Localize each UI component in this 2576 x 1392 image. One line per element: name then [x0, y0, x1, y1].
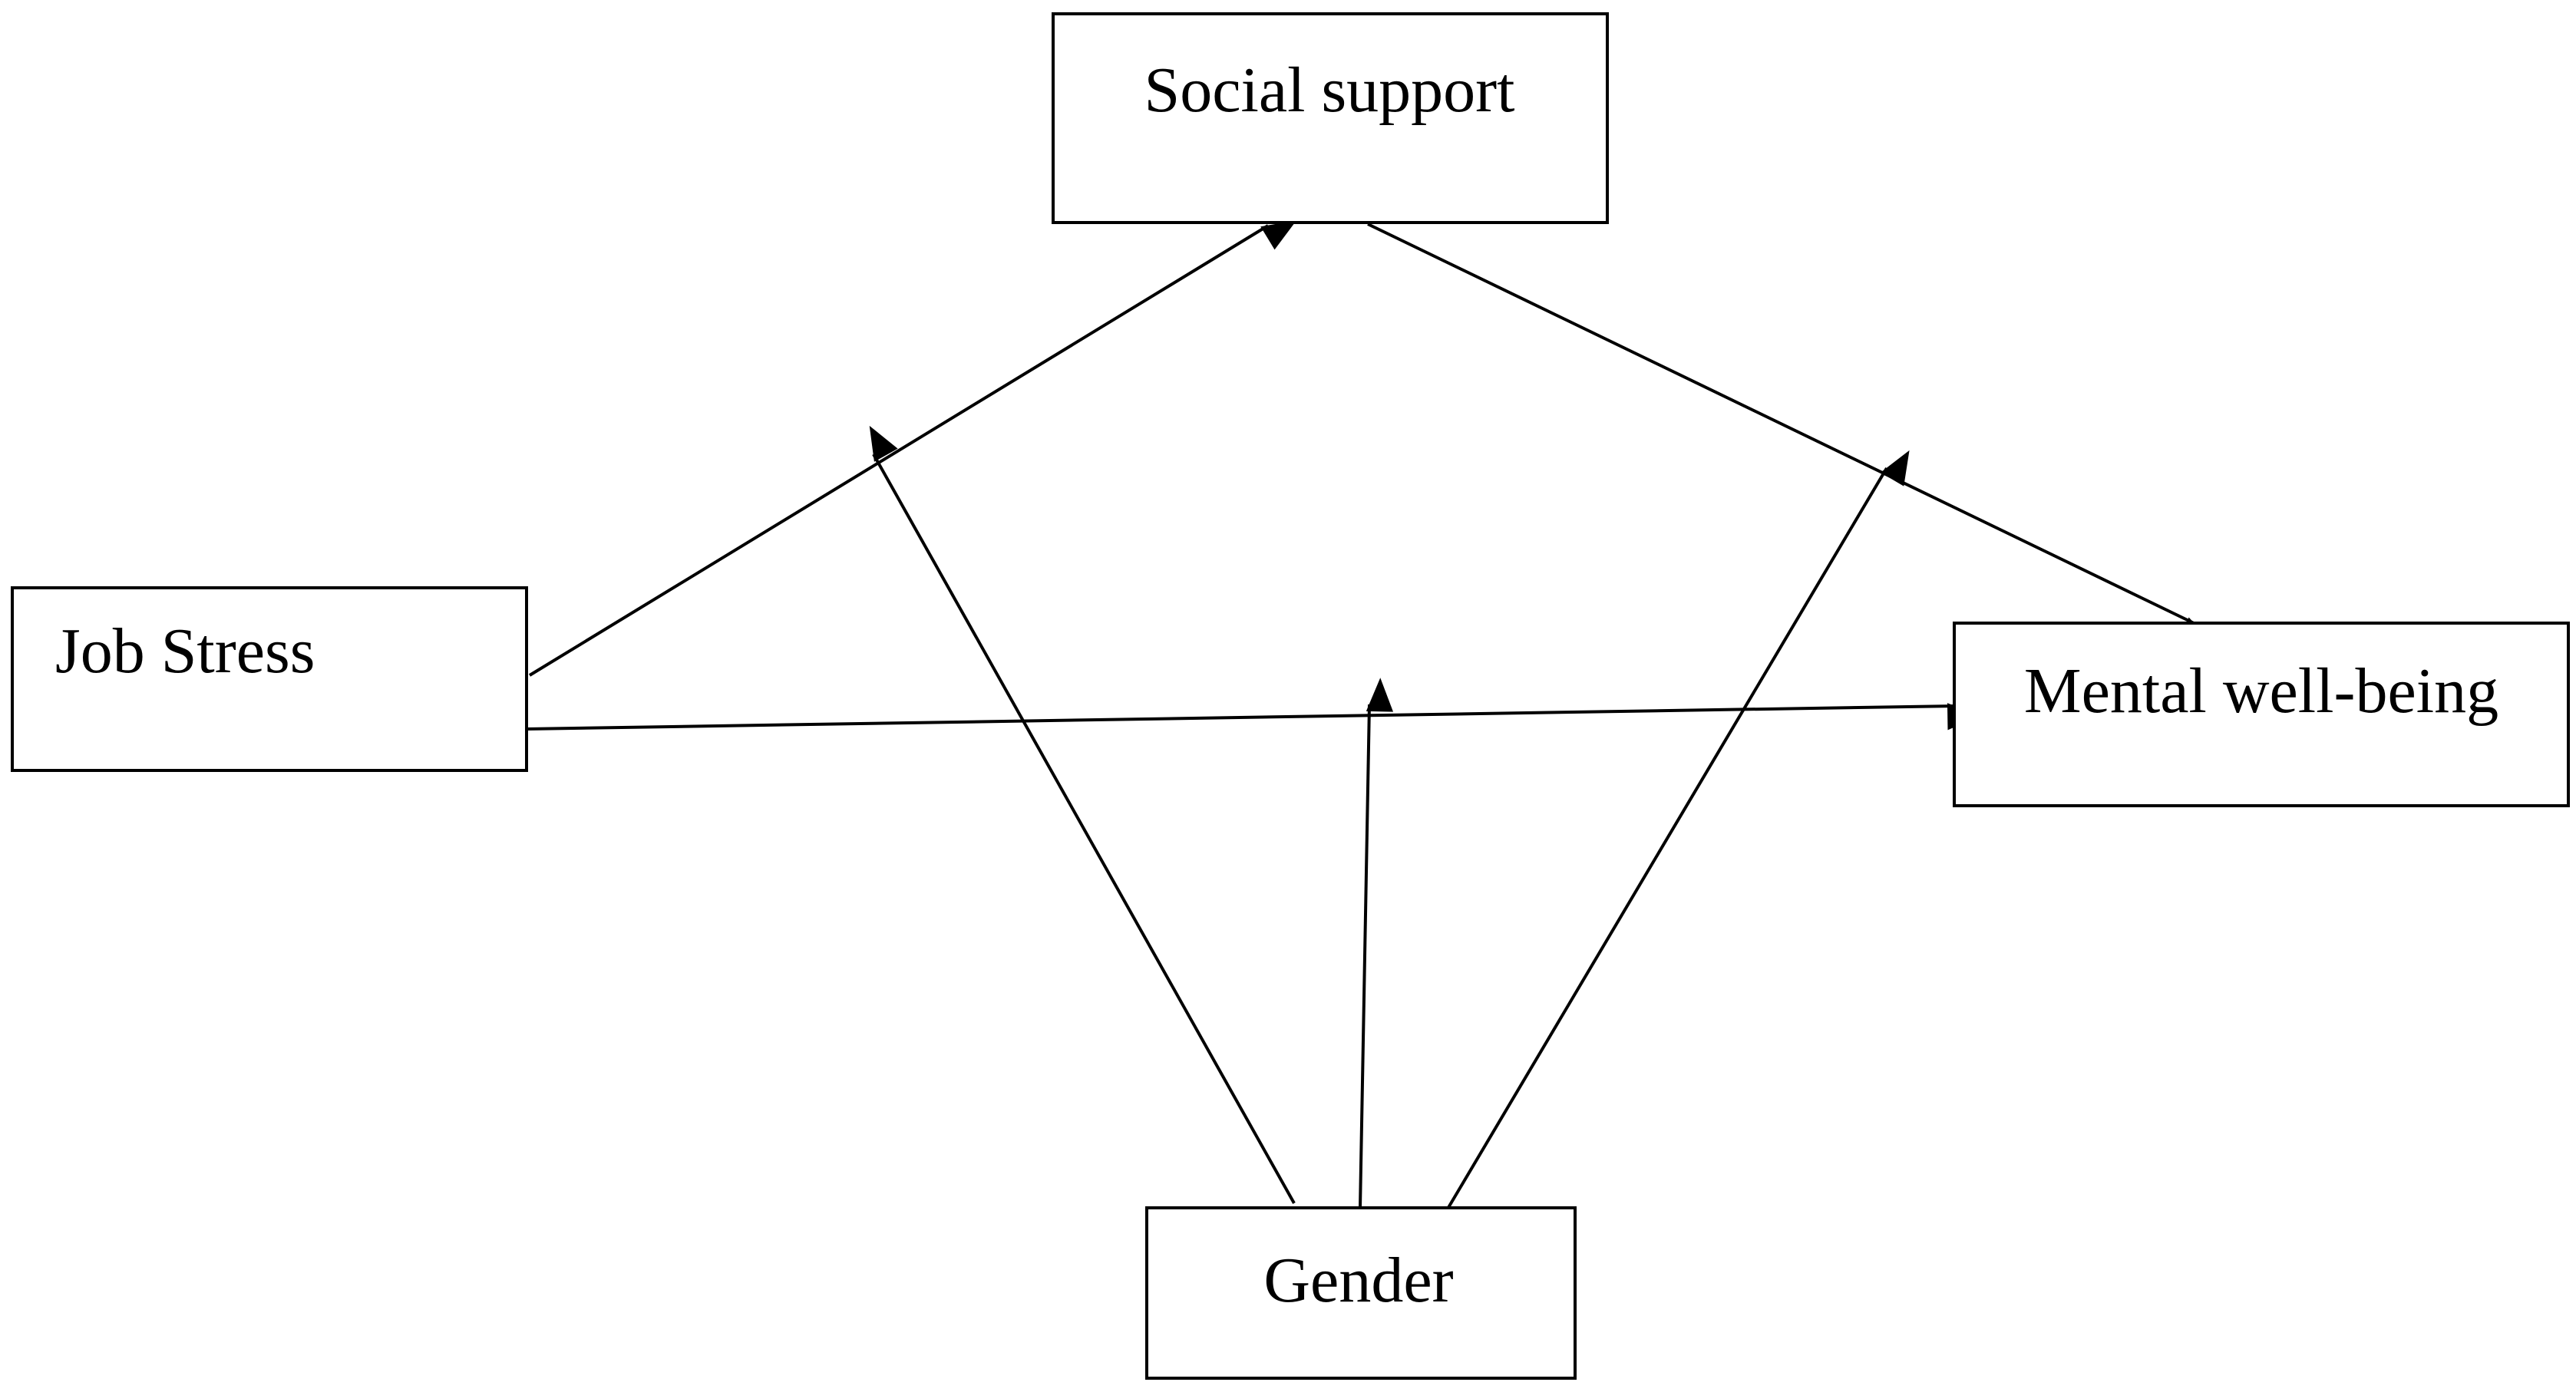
node-gender: Gender [1145, 1206, 1577, 1380]
arrow-jobstress-to-socialsupport [528, 220, 1296, 677]
arrow-gender-moderates-jobstress-socialsupport [869, 425, 1296, 1204]
node-social-support-label: Social support [1144, 54, 1515, 126]
arrow-socialsupport-to-mentalwellbeing [1367, 223, 2214, 645]
node-job-stress-label: Job Stress [55, 615, 315, 687]
arrow-gender-moderates-socialsupport-mentalwellbeing [1443, 450, 1910, 1216]
node-job-stress: Job Stress [11, 586, 528, 772]
node-gender-label: Gender [1263, 1245, 1453, 1316]
node-mental-wellbeing: Mental well-being [1953, 622, 2570, 807]
node-social-support: Social support [1052, 12, 1609, 224]
arrow-jobstress-to-mentalwellbeing [526, 703, 1982, 731]
arrow-gender-moderates-jobstress-mentalwellbeing [1359, 678, 1394, 1209]
node-mental-wellbeing-label: Mental well-being [2024, 655, 2498, 727]
